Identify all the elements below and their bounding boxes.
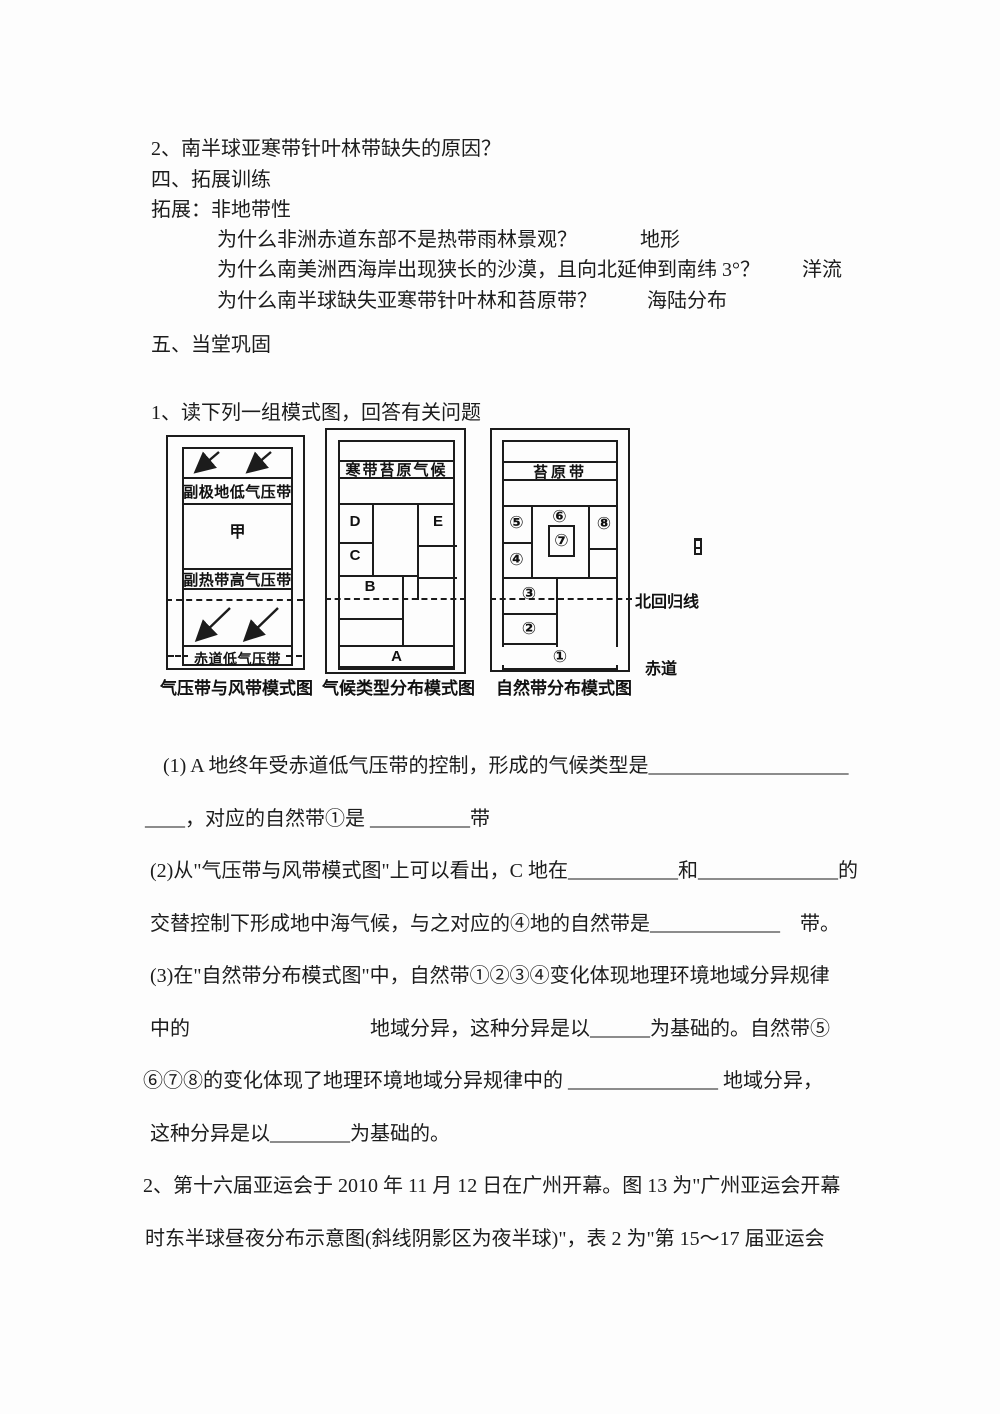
cell-jia-label: 甲 xyxy=(229,524,246,541)
diagram2-outer-box xyxy=(325,428,466,674)
section4-heading: 四、拓展训练 xyxy=(151,169,271,191)
expand-q1-text: 为什么非洲赤道东部不是热带雨林景观？ xyxy=(217,229,577,251)
d2-vline-left xyxy=(372,503,374,575)
cell-c-label: C xyxy=(349,547,361,564)
q2-line1: (2)从"气压带与风带模式图"上可以看出，C 地在___________和___… xyxy=(150,860,858,882)
d2-right-split-line xyxy=(417,577,457,579)
d3-mid-line xyxy=(502,577,618,579)
belt-2-label: ② xyxy=(521,619,537,639)
diagram3-outer-box xyxy=(490,428,630,672)
d2-e-bottom-line xyxy=(417,545,457,547)
d3-grid-top-line xyxy=(502,505,618,507)
tropic-dashed-line-d3 xyxy=(490,598,632,600)
equator-dash-left xyxy=(168,655,188,657)
d3-step-vline xyxy=(556,577,558,648)
equator-label: 赤道 xyxy=(645,661,678,678)
cell-e-label: E xyxy=(432,513,443,530)
expand-q1-line: 为什么非洲赤道东部不是热带雨林景观？ 地形 xyxy=(217,227,680,253)
d2-b-right-line xyxy=(402,575,404,645)
question2-line: 2、南半球亚寒带针叶林带缺失的原因？ xyxy=(151,138,501,160)
expand-q3-answer: 海陆分布 xyxy=(647,290,727,312)
tropic-of-cancer-label: 北回归线 xyxy=(635,594,700,611)
belt-4-label: ④ xyxy=(509,550,524,570)
expand-q2-line: 为什么南美洲西海岸出现狭长的沙漠，且向北延伸到南纬 3°？ 洋流 xyxy=(217,257,842,283)
d3-vline-right xyxy=(588,505,590,577)
stray-ink-mark xyxy=(694,538,702,555)
d3-n5-bottom-line xyxy=(502,542,533,544)
equatorial-low-band-label: 赤道低气压带 xyxy=(194,651,281,667)
subtropical-high-band: 副热带高气压带 xyxy=(182,568,293,590)
d2-grid-top-line xyxy=(338,503,455,505)
tropic-dashed-line-d1 xyxy=(166,599,303,601)
q4-line1: 2、第十六届亚运会于 2010 年 11 月 12 日在广州开幕。图 13 为"… xyxy=(143,1175,841,1197)
expand-q1-answer: 地形 xyxy=(640,229,680,251)
cell-b-label: B xyxy=(364,578,376,595)
subpolar-low-band: 副极地低气压带 xyxy=(182,477,293,505)
expand-subheading: 拓展：非地带性 xyxy=(151,199,291,221)
q1-line2: ____，对应的自然带①是 __________带 xyxy=(145,808,490,830)
belt-7-label: ⑦ xyxy=(554,531,569,551)
q3-line4: 这种分异是以________为基础的。 xyxy=(150,1123,450,1145)
q4-line2: 时东半球昼夜分布示意图(斜线阴影区为夜半球)"，表 2 为"第 15～17 届亚… xyxy=(145,1228,825,1250)
belt-8-label: ⑧ xyxy=(596,514,612,534)
diagram3-inner-box xyxy=(502,440,618,670)
diagram2-inner-box xyxy=(338,440,455,670)
tundra-belt-band: 苔原带 xyxy=(502,461,618,481)
expand-q2-answer: 洋流 xyxy=(802,259,842,281)
figure-model-diagrams: 副极地低气压带 甲 副热带高气压带 赤道低气压带 气压带与风带模式图 寒带苔原气… xyxy=(0,420,1000,720)
wind-arrows-polar-icon xyxy=(193,451,272,474)
expand-q2-text: 为什么南美洲西海岸出现狭长的沙漠，且向北延伸到南纬 3°？ xyxy=(217,259,760,281)
section5-heading: 五、当堂巩固 xyxy=(151,334,271,356)
wind-arrows-trade-icon xyxy=(194,607,279,643)
diagram1-caption: 气压带与风带模式图 xyxy=(160,679,313,698)
d2-a-bottom-line xyxy=(338,666,455,668)
q2-line2: 交替控制下形成地中海气候，与之对应的④地的自然带是_____________ 带… xyxy=(150,913,840,935)
d2-lower-line1 xyxy=(338,618,404,620)
d3-n2-bottom-line xyxy=(502,643,558,645)
expand-q3-line: 为什么南半球缺失亚寒带针叶林和苔原带？ 海陆分布 xyxy=(217,288,727,314)
tundra-climate-band: 寒带苔原气候 xyxy=(338,460,455,479)
d2-a-top-line xyxy=(338,645,455,647)
diagram2-caption: 气候类型分布模式图 xyxy=(322,679,475,698)
q3-line3: ⑥⑦⑧的变化体现了地理环境地域分异规律中的 _______________ 地域… xyxy=(143,1070,823,1092)
cell-d-label: D xyxy=(349,513,361,530)
d3-vline-left xyxy=(531,505,533,577)
d2-b-top-line xyxy=(338,575,419,577)
expand-q3-text: 为什么南半球缺失亚寒带针叶林和苔原带？ xyxy=(217,290,597,312)
diagram1-inner-box xyxy=(182,447,293,666)
q3-line1: (3)在"自然带分布模式图"中，自然带①②③④变化体现地理环境地域分异规律 xyxy=(150,965,830,987)
belt-1-label: ① xyxy=(502,647,618,667)
d2-dc-divider xyxy=(338,542,374,544)
diagram3-caption: 自然带分布模式图 xyxy=(496,679,632,698)
q1-line1: (1) A 地终年受赤道低气压带的控制，形成的气候类型是____________… xyxy=(163,755,849,777)
tropic-dashed-line-d2 xyxy=(325,598,466,600)
item1-prompt: 1、读下列一组模式图，回答有关问题 xyxy=(151,402,481,424)
belt-5-label: ⑤ xyxy=(509,513,524,533)
belt-3-label: ③ xyxy=(521,584,537,604)
d3-n3-bottom-line xyxy=(502,613,558,615)
q3-line2: 中的 地域分异，这种分异是以______为基础的。自然带⑤ xyxy=(150,1018,830,1040)
belt-7-box xyxy=(548,525,575,557)
cell-a-label: A xyxy=(391,648,402,665)
equator-dash-right xyxy=(286,655,302,657)
equatorial-band-top-line xyxy=(182,645,293,647)
d2-vline-right xyxy=(417,503,419,600)
belt-6-label: ⑥ xyxy=(552,507,567,527)
diagram1-outer-box xyxy=(166,435,305,670)
d3-n8-bottom-line xyxy=(588,548,618,550)
